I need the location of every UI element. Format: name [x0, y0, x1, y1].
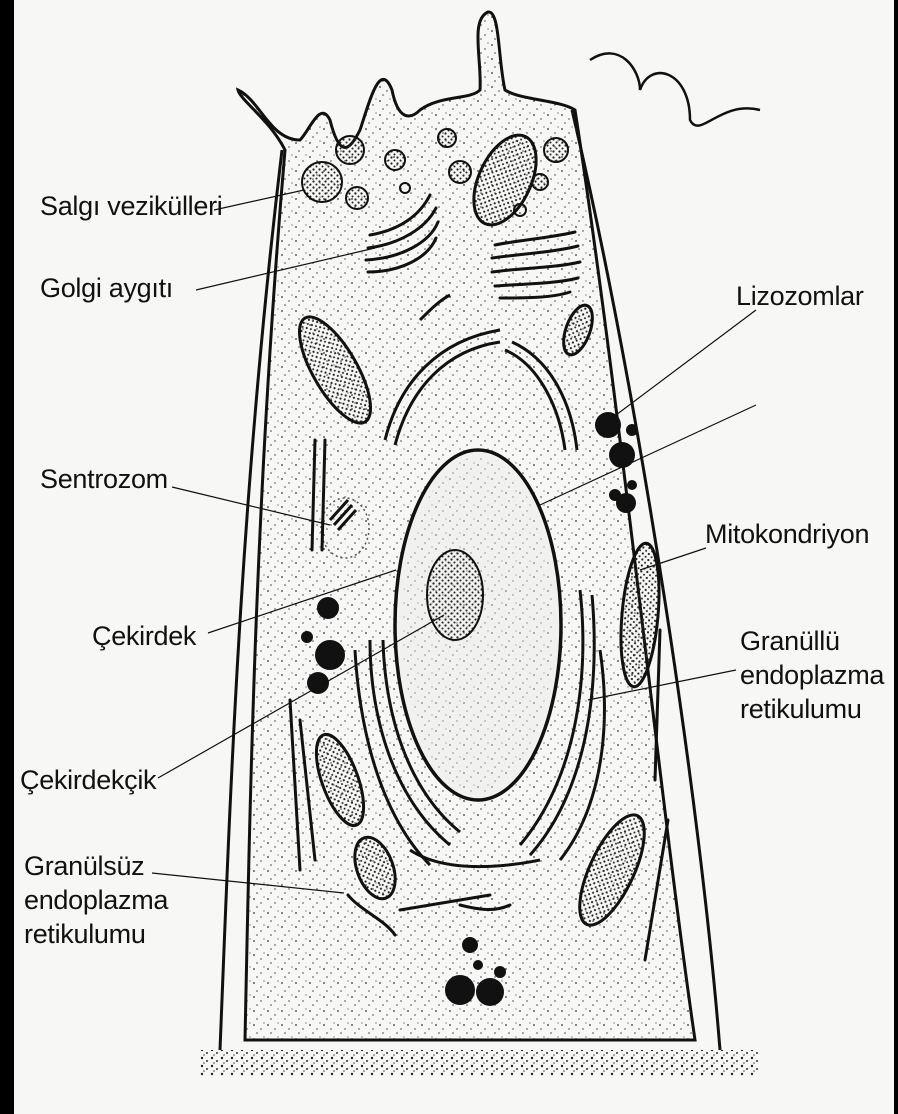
nucleolus — [427, 550, 483, 640]
label-granullu-line-2: endoplazma — [740, 659, 884, 693]
label-granulsuz-line-3: retikulumu — [24, 918, 168, 952]
label-granulsuz-line-1: Granülsüz — [24, 850, 168, 884]
label-lizozomlar: Lizozomlar — [736, 280, 864, 314]
label-salgi-vezikulleri: Salgı vezikülleri — [40, 190, 222, 224]
label-granullu-line-3: retikulumu — [740, 693, 884, 727]
label-golgi-aygiti: Golgi aygıtı — [40, 272, 173, 306]
nuclear-texture — [402, 457, 554, 793]
label-granulsuz-er: Granülsüz endoplazma retikulumu — [24, 850, 168, 951]
label-sentrozom: Sentrozom — [40, 463, 168, 497]
label-granullu-line-1: Granüllü — [740, 625, 884, 659]
basement-membrane — [200, 1050, 760, 1076]
label-cekirdek: Çekirdek — [92, 620, 196, 654]
label-mitokondriyon: Mitokondriyon — [705, 518, 869, 552]
label-granulsuz-line-2: endoplazma — [24, 884, 168, 918]
right-cell-outline — [590, 53, 760, 125]
label-cekirdekcik: Çekirdekçik — [20, 764, 156, 798]
label-granullu-er: Granüllü endoplazma retikulumu — [740, 625, 884, 726]
